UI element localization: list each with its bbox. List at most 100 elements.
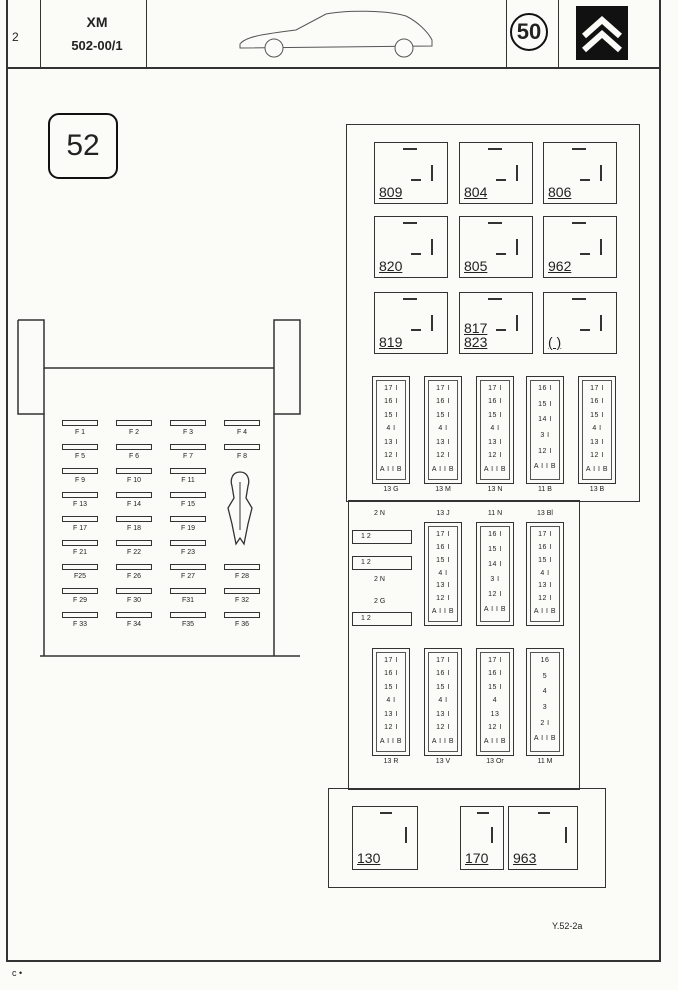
- relay-pin: [496, 329, 506, 331]
- connector-name: 13 N: [487, 486, 503, 493]
- connector-pin: 16 I: [436, 543, 450, 551]
- connector-pin: 17 I: [384, 385, 398, 392]
- fuse-label: F 14: [126, 501, 141, 508]
- connector-pin: 4: [542, 688, 548, 696]
- fuse: [116, 588, 152, 594]
- relay-pin: [572, 148, 586, 150]
- connector-pin: 17 I: [384, 657, 398, 664]
- connector-name: 13 B: [589, 486, 605, 493]
- connector-pin: 15 I: [436, 683, 450, 691]
- figure-reference: Y.52-2a: [552, 921, 583, 931]
- connector-pin: A I I B: [431, 608, 455, 616]
- fuse-label: F 9: [74, 477, 86, 484]
- relay-label: 820: [379, 258, 403, 274]
- fuse-label: F35: [181, 621, 195, 628]
- connector-pin: A I I B: [431, 465, 455, 473]
- relay: 170: [460, 806, 504, 870]
- fuse-label: F 3: [182, 429, 194, 436]
- fuse: [170, 564, 206, 570]
- fuse: [116, 516, 152, 522]
- relay-label: 819: [379, 334, 403, 350]
- relay-pin: [405, 827, 407, 843]
- fuse-label: F 21: [72, 549, 87, 556]
- relay-pin: [380, 812, 392, 814]
- connector-name: 2 G: [374, 598, 386, 605]
- connector-pin: 16 I: [384, 670, 398, 678]
- footer-mark: c •: [12, 968, 23, 978]
- connector-panel: [348, 500, 580, 790]
- relay-label: 963: [513, 850, 537, 866]
- relay: 806: [543, 142, 617, 204]
- fuse: [116, 492, 152, 498]
- header-separator: [40, 0, 41, 67]
- connector-pin: 3 I: [490, 576, 500, 583]
- fuse-label: F 2: [128, 429, 140, 436]
- header-divider: [6, 67, 661, 69]
- relay-pin: [431, 165, 433, 181]
- relay-pin: [496, 253, 506, 255]
- relay-label: 817: [464, 320, 488, 336]
- fuse-label: F25: [73, 573, 87, 580]
- page-number: 2: [12, 30, 19, 44]
- relay-label: 805: [464, 258, 488, 274]
- connector-pin: 16 I: [384, 398, 398, 406]
- fuse-label: F 13: [72, 501, 87, 508]
- connector-pin: 12 I: [384, 452, 398, 460]
- connector-pin: A I I B: [483, 737, 507, 745]
- connector-pin: 12 I: [488, 591, 502, 598]
- fuse: [116, 540, 152, 546]
- connector-pin: A I I B: [483, 606, 507, 613]
- fuse-puller-icon: [227, 471, 253, 546]
- fuse: [62, 564, 98, 570]
- connector-name: 13 M: [435, 486, 451, 493]
- connector-name: 13 R: [383, 758, 399, 765]
- connector-pin: 13 I: [436, 438, 450, 446]
- connector-pin: 12 I: [436, 595, 450, 603]
- relay-pin: [431, 239, 433, 255]
- connector-pin: 16: [540, 657, 550, 664]
- relay-pin: [580, 253, 590, 255]
- fuse: [62, 588, 98, 594]
- relay-label: 823: [464, 334, 488, 350]
- connector-pin: 13 I: [436, 710, 450, 718]
- relay-label: 130: [357, 850, 381, 866]
- relay-label: 170: [465, 850, 489, 866]
- fuse-label: F 7: [182, 453, 194, 460]
- connector-pin: A I I B: [585, 465, 609, 473]
- fuse-label: F 27: [180, 573, 195, 580]
- connector-pin: 15 I: [384, 411, 398, 419]
- fuse: [224, 444, 260, 450]
- fuse: [116, 612, 152, 618]
- connector-pin: 2 I: [540, 719, 550, 727]
- relay: 805: [459, 216, 533, 278]
- connector-pin: 15 I: [538, 400, 552, 408]
- connector-pin: A I I B: [533, 735, 557, 743]
- fuse: [224, 612, 260, 618]
- fuse-label: F 10: [126, 477, 141, 484]
- connector-pin: 13: [490, 710, 500, 718]
- connector-pin: 12 I: [538, 447, 552, 455]
- page-frame: [6, 0, 661, 962]
- small-connector: 1 2: [352, 556, 412, 570]
- diagram-number-badge: 52: [48, 113, 118, 179]
- connector-pin: 4 I: [438, 569, 448, 577]
- fuse: [170, 420, 206, 426]
- relay-pin: [403, 222, 417, 224]
- connector-pin: 12 I: [488, 724, 502, 732]
- fuse-label: F 6: [128, 453, 140, 460]
- relay: 819: [374, 292, 448, 354]
- connector-pin: 13 I: [384, 710, 398, 718]
- fuse: [170, 540, 206, 546]
- connector-pin: 3: [542, 704, 548, 711]
- connector-pin: 17 I: [488, 657, 502, 664]
- fuse-label: F 23: [180, 549, 195, 556]
- connector-body: [376, 652, 406, 752]
- relay: 963: [508, 806, 578, 870]
- connector-pin: 13 I: [436, 582, 450, 590]
